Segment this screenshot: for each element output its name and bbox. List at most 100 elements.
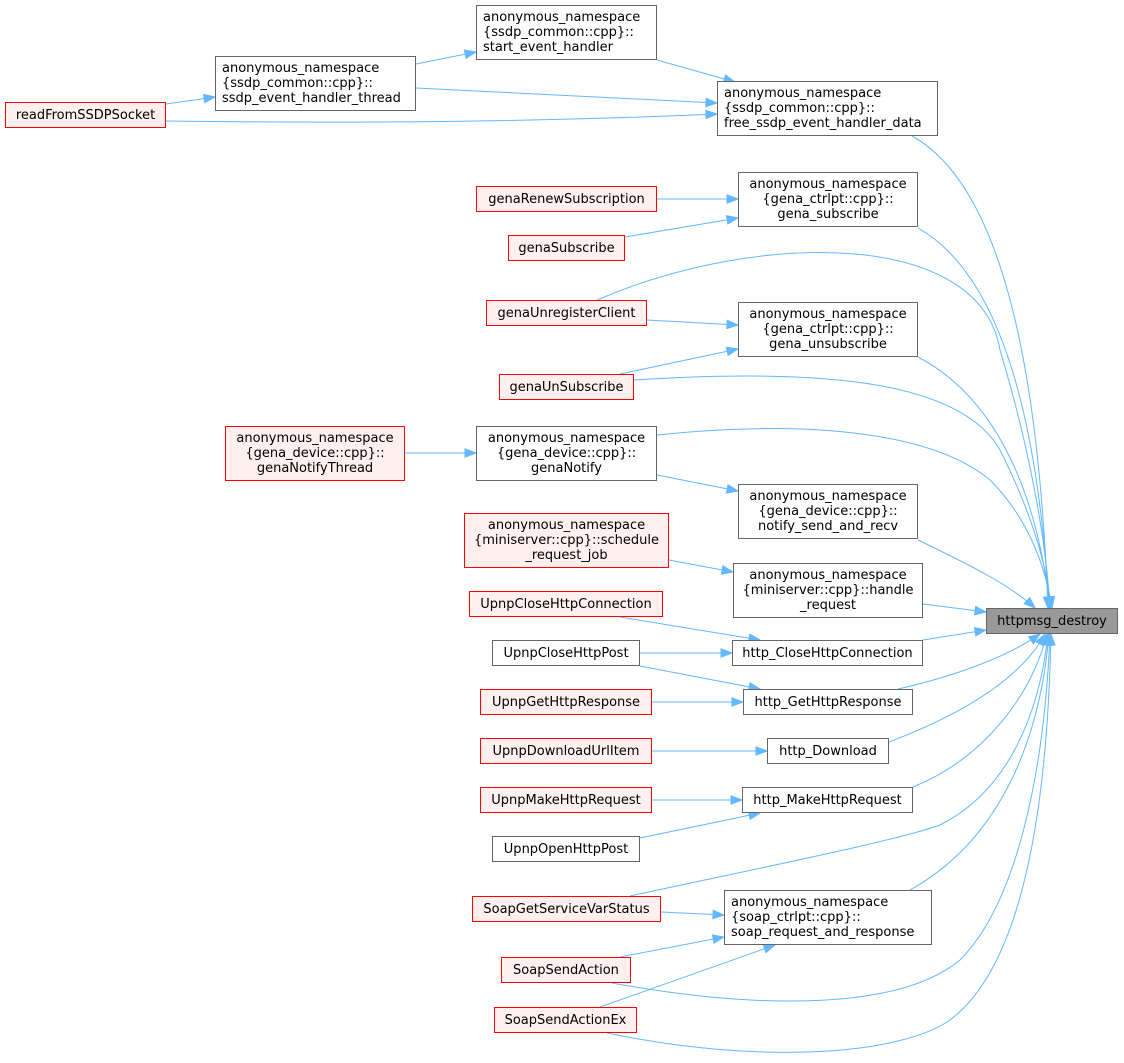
arrow-head bbox=[731, 697, 745, 707]
node-genaNotify[interactable]: anonymous_namespace{gena_device::cpp}::g… bbox=[476, 426, 657, 481]
node-start_event_handler[interactable]: anonymous_namespace{ssdp_common::cpp}::s… bbox=[476, 5, 657, 60]
node-label-line: SoapSendAction bbox=[513, 962, 619, 978]
node-http_CloseHttpConnection[interactable]: http_CloseHttpConnection bbox=[732, 640, 923, 666]
arrow-head bbox=[720, 565, 735, 575]
arrow-head bbox=[1023, 596, 1037, 609]
arrow-head bbox=[973, 605, 988, 616]
node-label-line: {gena_device::cpp}:: bbox=[245, 446, 385, 461]
node-http_MakeHttpRequest[interactable]: http_MakeHttpRequest bbox=[742, 787, 913, 813]
edge-line bbox=[917, 356, 1051, 609]
node-label-line: anonymous_namespace bbox=[749, 307, 907, 322]
node-label-line: genaRenewSubscription bbox=[488, 191, 645, 207]
node-label-line: soap_request_and_response bbox=[731, 925, 915, 940]
edge-line bbox=[656, 59, 736, 83]
node-genaUnSubscribe[interactable]: genaUnSubscribe bbox=[499, 374, 634, 400]
arrow-head bbox=[1045, 595, 1056, 610]
node-label-line: UpnpOpenHttpPost bbox=[503, 841, 629, 857]
node-free_ssdp_event_handler_data[interactable]: anonymous_namespace{ssdp_common::cpp}::f… bbox=[717, 81, 938, 136]
node-label-line: http_Download bbox=[779, 743, 877, 759]
edge-start_event_handler-to-free_ssdp_event_handler_data bbox=[656, 59, 737, 84]
edge-line bbox=[619, 936, 725, 958]
node-readFromSSDPSocket[interactable]: readFromSSDPSocket bbox=[5, 102, 166, 128]
edge-line bbox=[165, 113, 718, 123]
node-label-line: anonymous_namespace bbox=[731, 895, 889, 910]
arrow-head bbox=[705, 97, 719, 108]
arrow-head bbox=[730, 795, 744, 805]
node-label-line: UpnpDownloadUrlItem bbox=[492, 743, 640, 759]
node-http_Download[interactable]: http_Download bbox=[767, 738, 889, 764]
node-httpmsg_destroy[interactable]: httpmsg_destroy bbox=[986, 608, 1118, 634]
node-label-line: {miniserver::cpp}::schedule bbox=[473, 533, 660, 548]
node-label-line: http_GetHttpResponse bbox=[754, 694, 902, 710]
node-UpnpCloseHttpConnection[interactable]: UpnpCloseHttpConnection bbox=[469, 591, 663, 617]
edge-SoapSendActionEx-to-httpmsg_destroy bbox=[606, 632, 1056, 1053]
node-schedule_request_job[interactable]: anonymous_namespace{miniserver::cpp}::sc… bbox=[464, 513, 669, 568]
edge-line bbox=[917, 539, 1036, 609]
node-label-line: anonymous_namespace bbox=[236, 431, 394, 446]
edge-line bbox=[415, 87, 718, 104]
edge-UpnpCloseHttpConnection-to-http_CloseHttpConnection bbox=[619, 616, 762, 643]
node-label-line: {gena_ctrlpt::cpp}:: bbox=[762, 322, 894, 337]
edge-schedule_request_job-to-handle_request bbox=[668, 559, 735, 575]
node-label-line: {gena_device::cpp}:: bbox=[496, 446, 637, 461]
node-label-line: genaSubscribe bbox=[518, 240, 615, 256]
node-http_GetHttpResponse[interactable]: http_GetHttpResponse bbox=[743, 689, 913, 715]
node-SoapSendAction[interactable]: SoapSendAction bbox=[501, 957, 631, 983]
node-gena_subscribe[interactable]: anonymous_namespace{gena_ctrlpt::cpp}::g… bbox=[738, 172, 918, 227]
edge-line bbox=[656, 428, 1053, 609]
node-UpnpGetHttpResponse[interactable]: UpnpGetHttpResponse bbox=[480, 689, 652, 715]
node-UpnpOpenHttpPost[interactable]: UpnpOpenHttpPost bbox=[492, 836, 640, 862]
edge-readFromSSDPSocket-to-free_ssdp_event_handler_data bbox=[165, 109, 719, 123]
edge-UpnpDownloadUrlItem-to-http_Download bbox=[652, 746, 769, 756]
edge-ssdp_event_handler_thread-to-start_event_handler bbox=[415, 49, 478, 65]
node-genaUnregisterClient[interactable]: genaUnregisterClient bbox=[486, 300, 647, 326]
node-label-line: genaUnSubscribe bbox=[509, 379, 624, 395]
node-label-line: notify_send_and_recv bbox=[757, 519, 899, 534]
node-genaSubscribe[interactable]: genaSubscribe bbox=[508, 235, 625, 261]
edge-http_CloseHttpConnection-to-httpmsg_destroy bbox=[922, 626, 988, 641]
node-SoapGetServiceVarStatus[interactable]: SoapGetServiceVarStatus bbox=[472, 896, 661, 922]
node-gena_unsubscribe[interactable]: anonymous_namespace{gena_ctrlpt::cpp}::g… bbox=[738, 302, 918, 357]
edge-line bbox=[917, 227, 1050, 609]
node-SoapSendActionEx[interactable]: SoapSendActionEx bbox=[494, 1007, 637, 1033]
node-label-line: SoapSendActionEx bbox=[504, 1012, 627, 1028]
node-label-line: genaNotifyThread bbox=[256, 461, 374, 476]
node-label-line: UpnpCloseHttpConnection bbox=[480, 596, 652, 612]
arrow-head bbox=[726, 194, 740, 204]
edge-line bbox=[619, 616, 761, 641]
edge-line bbox=[629, 633, 1049, 897]
edge-line bbox=[909, 633, 1050, 891]
node-label-line: httpmsg_destroy bbox=[997, 613, 1107, 629]
edge-line bbox=[888, 633, 1046, 743]
node-label-line: _request bbox=[800, 598, 856, 613]
node-soap_request_and_response[interactable]: anonymous_namespace{soap_ctrlpt::cpp}::s… bbox=[724, 890, 932, 945]
node-UpnpMakeHttpRequest[interactable]: UpnpMakeHttpRequest bbox=[480, 787, 652, 813]
node-label-line: anonymous_namespace bbox=[483, 10, 641, 25]
arrow-head bbox=[712, 909, 726, 920]
node-genaRenewSubscription[interactable]: genaRenewSubscription bbox=[476, 186, 657, 212]
node-label-line: UpnpMakeHttpRequest bbox=[491, 792, 641, 808]
node-genaNotifyThread[interactable]: anonymous_namespace{gena_device::cpp}::g… bbox=[225, 426, 405, 481]
edge-genaNotify-to-notify_send_and_recv bbox=[656, 474, 740, 494]
arrow-head bbox=[973, 626, 988, 637]
node-ssdp_event_handler_thread[interactable]: anonymous_namespace{ssdp_common::cpp}::s… bbox=[215, 56, 416, 111]
arrow-head bbox=[725, 346, 740, 357]
node-UpnpCloseHttpPost[interactable]: UpnpCloseHttpPost bbox=[492, 640, 640, 666]
edge-genaNotify-to-httpmsg_destroy bbox=[656, 428, 1056, 610]
arrow-head bbox=[463, 49, 478, 60]
node-label-line: SoapGetServiceVarStatus bbox=[483, 901, 650, 917]
arrow-head bbox=[762, 944, 777, 954]
edge-line bbox=[599, 944, 776, 1008]
arrow-head bbox=[202, 93, 217, 104]
node-UpnpDownloadUrlItem[interactable]: UpnpDownloadUrlItem bbox=[480, 738, 652, 764]
edge-UpnpOpenHttpPost-to-http_MakeHttpRequest bbox=[639, 810, 762, 839]
node-label-line: genaNotify bbox=[531, 461, 602, 476]
arrow-head bbox=[725, 215, 740, 225]
node-label-line: _request_job bbox=[525, 548, 608, 563]
edge-notify_send_and_recv-to-httpmsg_destroy bbox=[917, 539, 1037, 609]
arrow-head bbox=[1027, 633, 1042, 645]
edge-line bbox=[911, 135, 1049, 609]
node-notify_send_and_recv[interactable]: anonymous_namespace{gena_device::cpp}::n… bbox=[738, 484, 918, 539]
node-handle_request[interactable]: anonymous_namespace{miniserver::cpp}::ha… bbox=[733, 563, 923, 618]
node-label-line: gena_unsubscribe bbox=[769, 337, 887, 352]
